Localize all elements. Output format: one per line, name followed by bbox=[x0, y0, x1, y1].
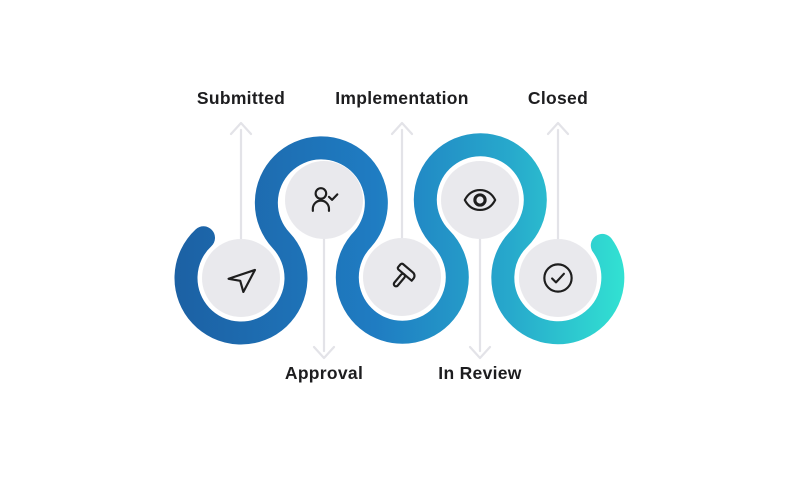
stage-label-closed: Closed bbox=[527, 88, 589, 108]
user-check-icon bbox=[311, 187, 339, 212]
stage-label-approval: Approval bbox=[284, 363, 364, 383]
stage-label-implementation: Implementation bbox=[335, 88, 469, 108]
node-circle-closed bbox=[519, 239, 597, 317]
node-circles bbox=[202, 161, 597, 317]
stage-label-in-review: In Review bbox=[438, 363, 522, 383]
node-icons bbox=[227, 187, 573, 294]
node-circle-approval bbox=[285, 161, 363, 239]
check-circle-icon bbox=[543, 263, 573, 293]
node-circle-in-review bbox=[441, 161, 519, 239]
node-circle-submitted bbox=[202, 239, 280, 317]
node-circle-implementation bbox=[363, 238, 441, 316]
ribbon-path bbox=[174, 133, 625, 345]
hammer-icon bbox=[392, 262, 416, 288]
send-icon bbox=[227, 268, 257, 294]
eye-icon bbox=[463, 188, 497, 212]
stage-label-submitted: Submitted bbox=[196, 88, 286, 108]
